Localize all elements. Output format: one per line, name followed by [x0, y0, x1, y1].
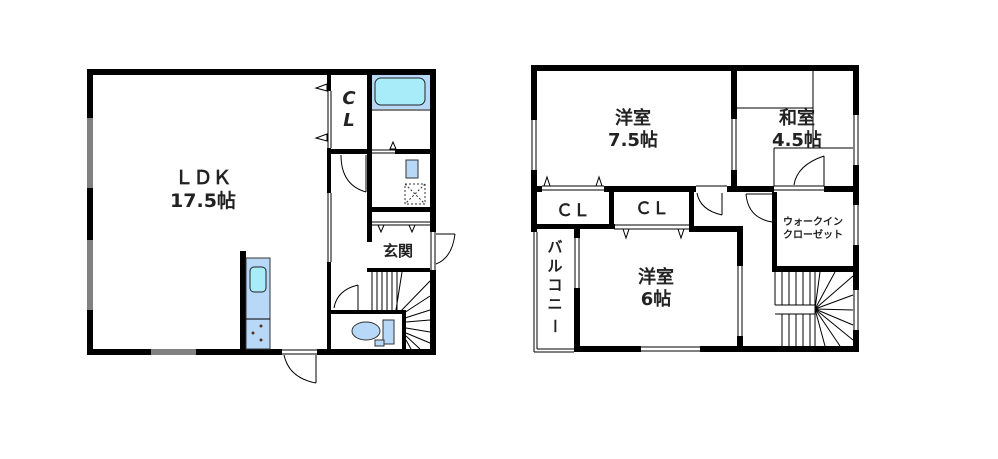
japanese-room-name: 和室 — [779, 107, 815, 129]
kitchen-sink-icon — [249, 266, 267, 293]
balcony-label-char: ニ — [547, 295, 562, 313]
closet-label-line2: L — [343, 110, 354, 131]
japanese-room-size: 4.5帖 — [772, 129, 822, 151]
floor-2 — [531, 65, 859, 353]
western-room-1-name: 洋室 — [615, 107, 651, 129]
closet-label-line1: C — [342, 88, 356, 109]
bathtub-icon — [374, 77, 426, 106]
balcony-label-char: ー — [546, 319, 564, 334]
balcony-label-char: ル — [547, 257, 562, 275]
closet-b-label: ＣＬ — [635, 199, 669, 219]
western-room-2-name: 洋室 — [638, 266, 674, 288]
wall — [196, 349, 282, 355]
toilet-icon — [351, 321, 381, 341]
stairs-icon — [371, 271, 431, 350]
western-room-2-size: 6帖 — [641, 288, 672, 310]
wall — [317, 349, 436, 355]
walkin-closet-label-line2: クローゼット — [783, 228, 843, 241]
wall — [87, 69, 436, 75]
floor-1 — [87, 69, 456, 384]
washer-icon — [404, 183, 426, 205]
ldk-name-label: ＬＤＫ — [174, 167, 231, 189]
balcony-label-char: コ — [547, 276, 562, 294]
wall — [87, 349, 151, 355]
western-room-1-size: 7.5帖 — [608, 129, 658, 151]
walkin-closet-label-line1: ウォークイン — [783, 216, 843, 228]
balcony-label-char: バ — [547, 238, 562, 256]
stairs-icon — [774, 271, 854, 347]
stove-icon — [259, 324, 263, 328]
ldk-size-label: 17.5帖 — [170, 189, 236, 212]
closet-a-label: ＣＬ — [556, 201, 590, 221]
sink-icon — [405, 159, 419, 179]
entrance-label: 玄関 — [383, 242, 413, 260]
wall — [87, 69, 93, 355]
